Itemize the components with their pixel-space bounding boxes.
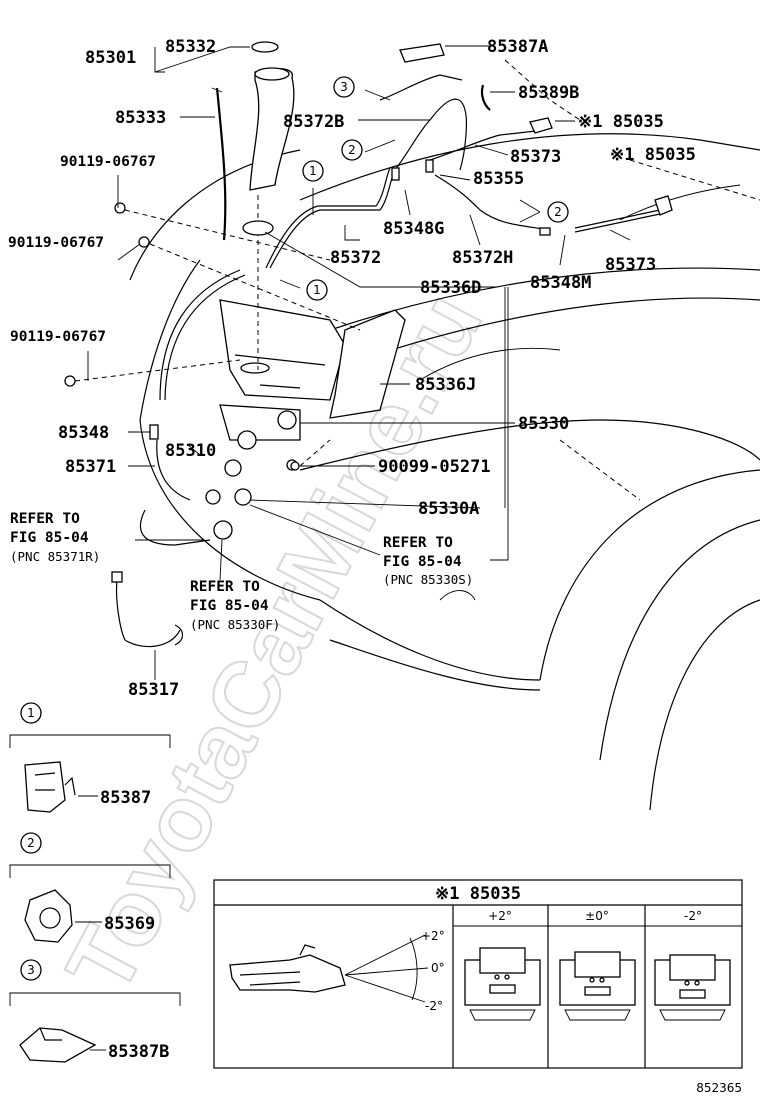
- label-85387A: 85387A: [487, 37, 548, 57]
- label-85332: 85332: [165, 37, 216, 57]
- label-85035-a: ※1 85035: [578, 112, 664, 132]
- refer-note-85330F: REFER TO FIG 85-04 (PNC 85330F): [190, 579, 280, 632]
- washer-hoses: [111, 43, 673, 648]
- callout-1-b: 1: [306, 279, 328, 301]
- label-90099-05271: 90099-05271: [378, 457, 491, 477]
- nozzle-front-plus2: [464, 947, 541, 1021]
- svg-text:1: 1: [27, 706, 35, 720]
- label-85373-b: 85373: [605, 255, 656, 275]
- svg-text:1: 1: [309, 164, 317, 178]
- column-zero: ±0°: [585, 909, 609, 923]
- label-85310: 85310: [165, 441, 216, 461]
- label-85317: 85317: [128, 680, 179, 700]
- label-85372: 85372: [330, 248, 381, 268]
- callout-2-b: 2: [547, 201, 569, 223]
- label-85348: 85348: [58, 423, 109, 443]
- svg-text:3: 3: [340, 80, 348, 94]
- svg-text:FIG 85-04: FIG 85-04: [10, 530, 89, 546]
- nozzle-front-zero: [559, 951, 636, 1021]
- label-85389B: 85389B: [518, 83, 579, 103]
- svg-text:FIG 85-04: FIG 85-04: [190, 598, 269, 614]
- label-85371: 85371: [65, 457, 116, 477]
- column-minus2: -2°: [684, 909, 702, 923]
- label-85035-b: ※1 85035: [610, 145, 696, 165]
- svg-text:3: 3: [27, 963, 35, 977]
- detail-title: ※1 85035: [435, 884, 521, 904]
- legend-85387B: 85387B: [108, 1042, 169, 1062]
- label-85355: 85355: [473, 169, 524, 189]
- grommet: [242, 220, 274, 236]
- svg-text:FIG 85-04: FIG 85-04: [383, 554, 462, 570]
- bolts: [64, 202, 300, 471]
- label-85336D: 85336D: [420, 278, 481, 298]
- leader-lines: [87, 45, 631, 680]
- svg-text:2: 2: [348, 143, 356, 157]
- svg-text:REFER TO: REFER TO: [383, 535, 453, 551]
- label-85336J: 85336J: [415, 375, 476, 395]
- refer-note-85330S: REFER TO FIG 85-04 (PNC 85330S): [383, 535, 473, 587]
- label-85348G: 85348G: [383, 219, 444, 239]
- column-plus2: +2°: [488, 909, 512, 923]
- legend-item-1: 1 85387: [9, 702, 171, 813]
- nozzle-front-minus2: [654, 954, 731, 1021]
- callout-1-a: 1: [302, 160, 324, 182]
- svg-text:REFER TO: REFER TO: [190, 579, 260, 595]
- legend-85387: 85387: [100, 788, 151, 808]
- svg-text:(PNC 85371R): (PNC 85371R): [10, 549, 100, 564]
- label-90119-a: 90119-06767: [60, 154, 156, 170]
- label-85333: 85333: [115, 108, 166, 128]
- svg-text:(PNC 85330S): (PNC 85330S): [383, 572, 473, 587]
- svg-text:(PNC 85330F): (PNC 85330F): [190, 617, 280, 632]
- harness-connector: [174, 624, 184, 646]
- svg-text:2: 2: [27, 836, 35, 850]
- washer-pumps: [205, 410, 298, 540]
- svg-text:REFER TO: REFER TO: [10, 511, 80, 527]
- label-85373-a: 85373: [510, 147, 561, 167]
- figure-number: 852365: [696, 1081, 742, 1095]
- label-85330: 85330: [518, 414, 569, 434]
- bracket: [329, 309, 406, 419]
- angle-minus2: -2°: [425, 999, 443, 1013]
- angle-zero: 0°: [431, 961, 445, 975]
- refer-note-85371R: REFER TO FIG 85-04 (PNC 85371R): [10, 511, 100, 564]
- legend-item-2: 2 85369: [9, 832, 171, 943]
- label-85348M: 85348M: [530, 273, 591, 293]
- level-gauge: [211, 87, 227, 241]
- label-85330A: 85330A: [418, 499, 479, 519]
- svg-text:1: 1: [313, 283, 321, 297]
- label-85372H: 85372H: [452, 248, 513, 268]
- label-85301: 85301: [85, 48, 136, 68]
- legend-85369: 85369: [104, 914, 155, 934]
- label-85372B: 85372B: [283, 112, 344, 132]
- legend-item-3: 3 85387B: [9, 959, 181, 1063]
- dashed-leaders: [74, 59, 760, 501]
- label-90119-b: 90119-06767: [8, 235, 104, 251]
- label-90119-c: 90119-06767: [10, 329, 106, 345]
- callout-3-a: 3: [333, 76, 355, 98]
- detail-box-85035: ※1 85035 +2° ±0° -2° +2° 0° -2°: [213, 879, 743, 1069]
- svg-text:2: 2: [554, 205, 562, 219]
- angle-plus2: +2°: [421, 929, 445, 943]
- callout-2-a: 2: [341, 139, 363, 161]
